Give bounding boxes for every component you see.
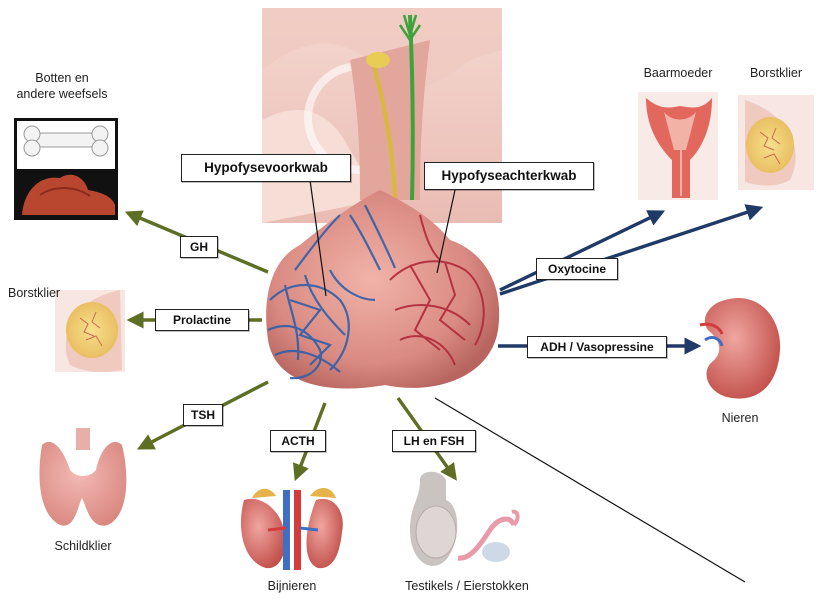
hypothalamus-illustration: [262, 8, 502, 223]
gonads-icon: [410, 472, 518, 566]
kidney-icon: [700, 298, 780, 399]
target-kidneys: Nieren: [700, 410, 780, 426]
target-uterus: Baarmoeder: [632, 65, 724, 81]
target-bones-line2: andere weefsels: [4, 86, 120, 102]
callout-posterior-lobe: Hypofyseachterkwab: [424, 162, 594, 190]
target-adrenals: Bijnieren: [246, 578, 338, 594]
adrenals-icon: [241, 488, 343, 570]
callout-anterior-lobe: Hypofysevoorkwab: [181, 154, 351, 182]
breast-left-icon: [55, 290, 125, 372]
hormone-label-lh-fsh: LH en FSH: [392, 430, 476, 452]
hormone-label-oxytocine: Oxytocine: [536, 258, 618, 280]
bone-muscle-icon: [14, 118, 118, 220]
uterus-icon: [638, 92, 718, 200]
target-breast-right: Borstklier: [736, 65, 816, 81]
target-breast-left: Borstklier: [8, 285, 78, 301]
target-bones: Botten en andere weefsels: [4, 70, 120, 102]
hormone-label-adh: ADH / Vasopressine: [527, 336, 667, 358]
arrow-oxytocine-breast: [500, 208, 760, 294]
breast-right-icon: [738, 95, 814, 190]
target-bones-line1: Botten en: [4, 70, 120, 86]
thyroid-icon: [39, 428, 126, 526]
hormone-label-prolactine: Prolactine: [155, 309, 249, 331]
hormone-label-gh: GH: [180, 236, 218, 258]
hormone-label-acth: ACTH: [270, 430, 326, 452]
hormone-label-tsh: TSH: [183, 404, 223, 426]
target-thyroid: Schildklier: [38, 538, 128, 554]
target-gonads: Testikels / Eierstokken: [388, 578, 546, 594]
